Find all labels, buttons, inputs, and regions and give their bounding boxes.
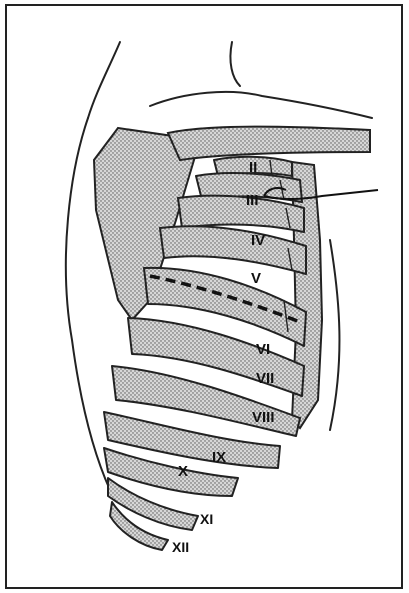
rib-label-VI: VI — [256, 341, 270, 358]
rib-label-IV: IV — [251, 232, 265, 249]
shoulder-top-line — [150, 92, 372, 118]
rib-label-IX: IX — [212, 449, 226, 466]
rib-label-VII: VII — [256, 370, 274, 387]
rib-label-XII: XII — [172, 539, 189, 555]
rib-label-XI: XI — [200, 511, 213, 527]
rib-label-III: III — [246, 192, 259, 209]
clavicle — [168, 127, 370, 160]
neck-right-line — [230, 42, 240, 86]
torso-right-line — [330, 240, 339, 430]
rib-label-VIII: VIII — [252, 409, 275, 426]
neck-left-line — [88, 42, 120, 118]
rib-label-X: X — [178, 463, 188, 480]
rib-label-V: V — [251, 270, 261, 287]
rib-label-II: II — [249, 159, 257, 176]
rib-V — [160, 226, 306, 274]
